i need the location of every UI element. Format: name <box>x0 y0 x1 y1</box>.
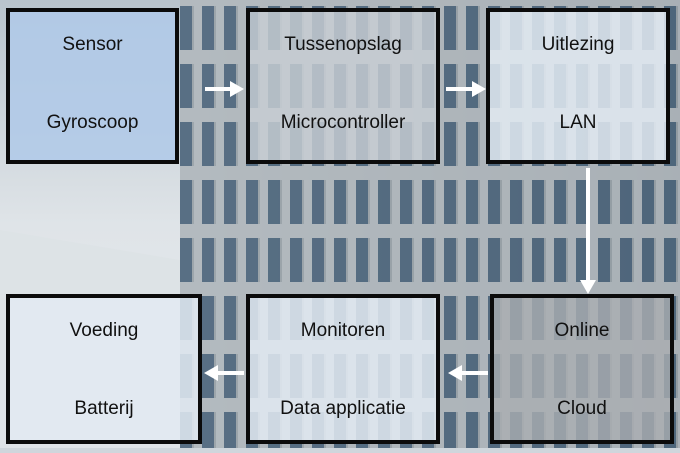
uitlezing-box: Uitlezing LAN <box>486 8 670 164</box>
uitlezing-title: Uitlezing <box>541 34 615 55</box>
online-subtitle: Cloud <box>557 398 607 419</box>
sensor-subtitle: Gyroscoop <box>46 112 139 133</box>
sensor-title: Sensor <box>62 34 123 55</box>
arrow-uitlezing-to-online <box>580 168 596 294</box>
arrow-monitoren-to-voeding <box>204 365 244 381</box>
monitoren-box: Monitoren Data applicatie <box>246 294 440 444</box>
tussenopslag-box: Tussenopslag Microcontroller <box>246 8 440 164</box>
monitoren-title: Monitoren <box>300 320 386 341</box>
monitoren-subtitle: Data applicatie <box>280 398 406 419</box>
online-box: Online Cloud <box>490 294 674 444</box>
arrow-sensor-to-tussenopslag <box>205 81 244 97</box>
sensor-box: Sensor Gyroscoop <box>6 8 179 164</box>
arrow-tussenopslag-to-uitlezing <box>446 81 486 97</box>
voeding-title: Voeding <box>69 320 139 341</box>
voeding-subtitle: Batterij <box>74 398 134 419</box>
tussenopslag-subtitle: Microcontroller <box>280 112 406 133</box>
online-title: Online <box>554 320 610 341</box>
uitlezing-subtitle: LAN <box>559 112 597 133</box>
arrow-online-to-monitoren <box>448 365 488 381</box>
voeding-box: Voeding Batterij <box>6 294 202 444</box>
tussenopslag-title: Tussenopslag <box>284 34 402 55</box>
